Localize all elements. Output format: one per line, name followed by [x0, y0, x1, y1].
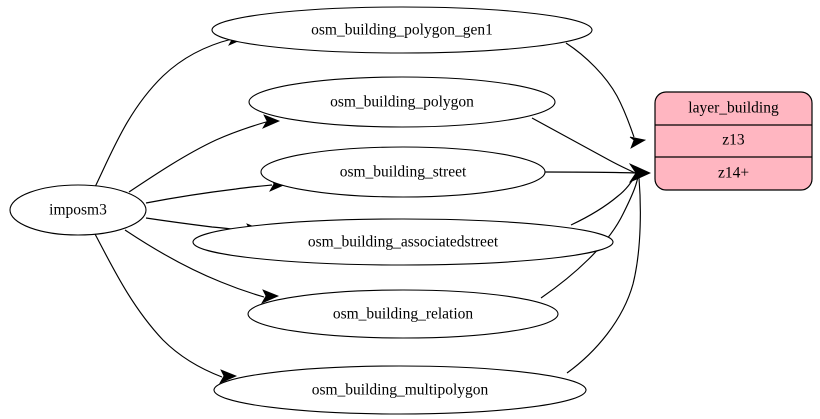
node-osm-building-relation[interactable]: osm_building_relation — [247, 289, 559, 339]
edge-path — [540, 175, 639, 299]
node-shape[interactable] — [192, 218, 614, 266]
edge-osm-building-relation-to-layer-building-z14plus — [540, 175, 639, 299]
record-shape[interactable] — [654, 91, 813, 191]
node-shape[interactable] — [260, 146, 546, 198]
node-label: osm_building_associatedstreet — [308, 234, 499, 251]
node-osm-building-street[interactable]: osm_building_street — [260, 146, 546, 198]
node-label: osm_building_relation — [333, 306, 474, 323]
edge-path — [145, 184, 273, 204]
edge-imposm3-to-osm-building-relation — [124, 229, 280, 304]
node-shape[interactable] — [9, 184, 147, 236]
edge-imposm3-to-osm-building-multipolygon — [94, 233, 238, 384]
edge-osm-building-street-to-layer-building-z14plus — [544, 171, 637, 174]
arrowhead-icon — [628, 163, 651, 183]
node-shape[interactable] — [247, 289, 559, 339]
edge-imposm3-to-osm-building-polygon-gen1 — [94, 31, 247, 188]
node-shape[interactable] — [213, 365, 587, 415]
edge-osm-building-multipolygon-to-layer-building-z14plus — [566, 177, 641, 374]
edge-osm-building-polygon-to-layer-building-z14plus — [531, 117, 636, 174]
node-imposm3[interactable]: imposm3 — [9, 184, 147, 236]
edge-path — [531, 117, 636, 174]
edge-path — [566, 177, 641, 374]
record-row-z13: z13 — [722, 132, 745, 149]
node-label: osm_building_polygon_gen1 — [311, 22, 493, 39]
record-row-z14plus: z14+ — [718, 165, 749, 182]
arrowhead-icon — [219, 369, 238, 384]
edge-osm-building-polygon-gen1-to-layer-building-z13 — [565, 42, 647, 149]
node-label: osm_building_street — [340, 164, 467, 181]
edge-imposm3-to-osm-building-street — [145, 177, 288, 204]
edge-path — [94, 233, 223, 378]
node-osm-building-polygon-gen1[interactable]: osm_building_polygon_gen1 — [211, 6, 593, 54]
node-osm-building-multipolygon[interactable]: osm_building_multipolygon — [213, 365, 587, 415]
node-shape[interactable] — [211, 6, 593, 54]
record-row-title: layer_building — [688, 100, 779, 117]
arrowhead-icon — [629, 136, 647, 149]
node-label: osm_building_multipolygon — [312, 382, 489, 399]
edge-osm-building-associatedstreet-to-layer-building-z14plus — [570, 174, 637, 226]
node-osm-building-associatedstreet[interactable]: osm_building_associatedstreet — [192, 218, 614, 266]
edge-imposm3-to-osm-building-polygon — [128, 114, 281, 193]
edge-path — [128, 121, 267, 193]
node-shape[interactable] — [248, 76, 556, 128]
edge-path — [565, 42, 635, 138]
arrowhead-icon — [262, 114, 281, 129]
arrowhead-icon — [261, 289, 280, 304]
edge-path — [544, 171, 637, 174]
edge-path — [124, 229, 265, 298]
node-label: imposm3 — [49, 202, 107, 219]
edge-path — [570, 174, 637, 226]
node-osm-building-polygon[interactable]: osm_building_polygon — [248, 76, 556, 128]
edge-path — [94, 38, 233, 188]
node-label: osm_building_polygon — [330, 94, 474, 111]
node-layer-building-record[interactable]: layer_building z13 z14+ — [654, 91, 813, 191]
edge-group-sink — [531, 42, 651, 374]
